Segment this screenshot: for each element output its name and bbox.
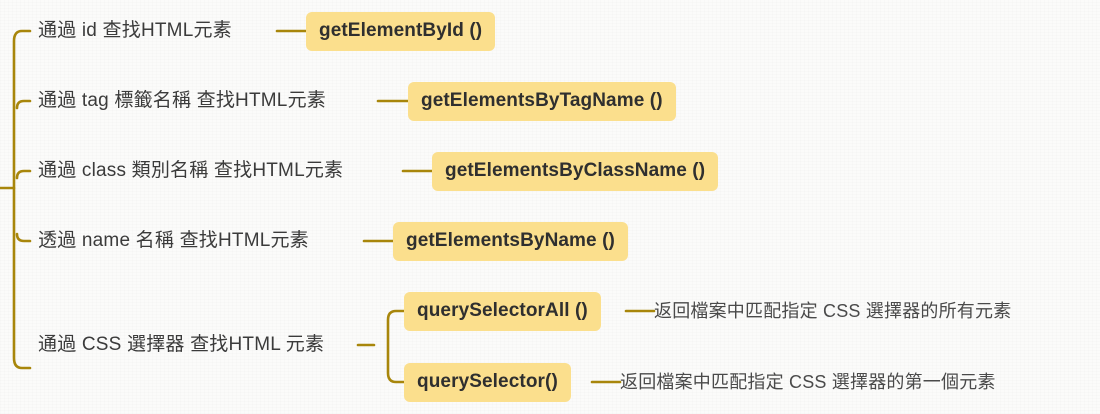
branch-label-name[interactable]: 透過 name 名稱 查找HTML元素	[38, 230, 309, 251]
sub-bracket	[386, 309, 406, 384]
branch-label-class[interactable]: 通過 class 類別名稱 查找HTML元素	[38, 160, 344, 181]
method-badge-queryselectorall[interactable]: querySelectorAll ()	[404, 292, 601, 331]
method-badge-getelementsbytagname[interactable]: getElementsByTagName ()	[408, 82, 676, 121]
description-queryselectorall: 返回檔案中匹配指定 CSS 選擇器的所有元素	[654, 301, 1012, 321]
branch-hook-2	[15, 99, 32, 110]
method-badge-queryselector[interactable]: querySelector()	[404, 363, 571, 402]
branch-label-id[interactable]: 通過 id 查找HTML元素	[38, 20, 232, 41]
method-badge-getelementbyid[interactable]: getElementById ()	[306, 12, 496, 51]
branch-hook-4	[15, 232, 32, 243]
branch-label-tag[interactable]: 通過 tag 標籤名稱 查找HTML元素	[38, 90, 326, 111]
main-bracket	[12, 29, 32, 370]
branch-hook-3	[15, 169, 32, 180]
description-queryselector: 返回檔案中匹配指定 CSS 選擇器的第一個元素	[620, 372, 996, 392]
method-badge-getelementsbyname[interactable]: getElementsByName ()	[393, 222, 628, 261]
method-badge-getelementsbyclassname[interactable]: getElementsByClassName ()	[432, 152, 719, 191]
branch-label-css-selector[interactable]: 通過 CSS 選擇器 查找HTML 元素	[38, 334, 325, 355]
